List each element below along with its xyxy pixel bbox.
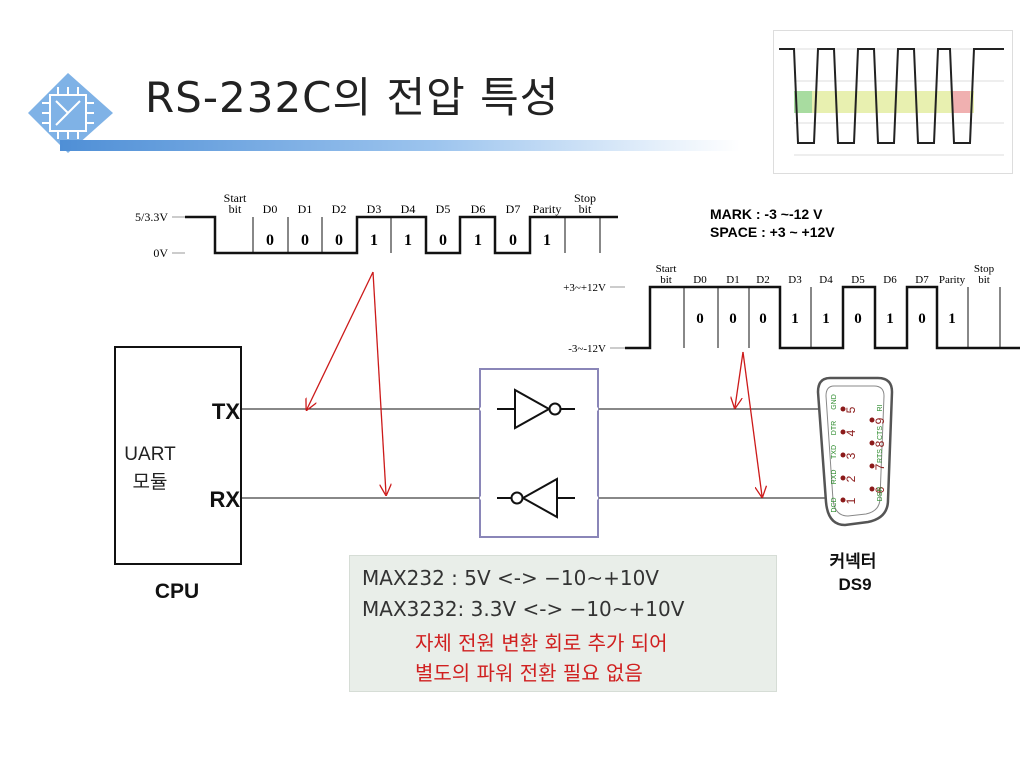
db9-pin-number: 7	[873, 463, 887, 470]
ttl-field-label: D5	[436, 202, 451, 216]
rs232-field-label: D4	[819, 274, 833, 286]
ttl-bit-value: 0	[509, 232, 517, 249]
rx-label: RX	[209, 487, 240, 512]
ttl-field-label: D4	[401, 202, 416, 216]
rs232-bit-value: 0	[918, 311, 926, 327]
db9-pin-number: 8	[873, 440, 887, 447]
rs232-field-label: D5	[851, 274, 865, 286]
ttl-field-label: D1	[298, 202, 313, 216]
rs232-field-label: D1	[726, 274, 739, 286]
rs232-field-label: D3	[788, 274, 802, 286]
ttl-bit-value: 1	[404, 232, 412, 249]
db9-signal-label: DTR	[831, 421, 838, 435]
chip-logo-icon	[18, 68, 118, 162]
db9-signal-label: TXD	[831, 445, 838, 459]
db9-signal-label: RTS	[877, 449, 884, 463]
note-line-max232: MAX232 : 5V <-> −10~+10V	[362, 566, 659, 590]
ttl-field-label: D2	[332, 202, 347, 216]
rs232-bit-value: 1	[791, 311, 799, 327]
rs232-bit-value: 0	[729, 311, 737, 327]
ttl-field-label: bit	[579, 202, 592, 216]
rs232-field-label: D0	[693, 274, 707, 286]
rs232-field-label: Parity	[939, 274, 966, 286]
rs232-bit-value: 1	[948, 311, 956, 327]
rs232-bit-value: 1	[822, 311, 830, 327]
ttl-bit-value: 0	[266, 232, 274, 249]
ttl-bit-value: 1	[543, 232, 551, 249]
db9-pin-number: 9	[873, 417, 887, 424]
ttl-field-label: Parity	[533, 202, 562, 216]
tx-label: TX	[212, 399, 240, 424]
note-line-no-power-switch: 별도의 파워 전환 필요 없음	[415, 661, 643, 685]
db9-signal-label: GND	[831, 394, 838, 410]
ttl-field-label: D6	[471, 202, 486, 216]
ttl-bit-value: 0	[439, 232, 447, 249]
ttl-field-label: bit	[229, 202, 242, 216]
mark-line: MARK : -3 ~-12 V	[710, 206, 823, 222]
rs232-bit-value: 0	[854, 311, 862, 327]
uart-module-box	[114, 346, 242, 565]
ttl-field-label: D0	[263, 202, 278, 216]
note-line-power-conversion: 자체 전원 변환 회로 추가 되어	[415, 631, 668, 655]
db9-pin-number: 6	[873, 486, 887, 493]
rs232-field-label: bit	[660, 274, 672, 286]
rs232-field-label: D2	[756, 274, 769, 286]
connector-caption-line2: DS9	[838, 575, 871, 594]
rs232-bit-value: 1	[886, 311, 894, 327]
page-title: RS-232C의 전압 특성	[145, 73, 560, 122]
rs232-low-label: -3~-12V	[568, 343, 606, 355]
db9-pin-number: 2	[844, 475, 858, 482]
db9-pin-number: 1	[844, 497, 858, 504]
cpu-caption: CPU	[155, 580, 199, 603]
mark-space-note: MARK : -3 ~-12 V SPACE : +3 ~ +12V	[710, 205, 835, 241]
ttl-field-label: D7	[506, 202, 521, 216]
title-underline-bar	[60, 140, 740, 151]
ttl-high-label: 5/3.3V	[135, 210, 168, 224]
connector-caption-line1: 커넥터	[830, 552, 877, 572]
db9-signal-label: RXD	[831, 470, 838, 485]
db9-signal-label: RI	[877, 404, 884, 411]
rx-inverter-icon	[497, 477, 575, 519]
rs232-bit-value: 0	[696, 311, 704, 327]
rs232-high-label: +3~+12V	[563, 282, 606, 294]
ttl-field-label: D3	[367, 202, 382, 216]
db9-pin-number: 4	[844, 429, 858, 436]
rs232-field-label: Stop	[974, 263, 995, 275]
waveform-thumbnail-image	[773, 30, 1013, 174]
ttl-bit-value: 1	[370, 232, 378, 249]
ttl-field-label: Start	[224, 191, 247, 205]
db9-signal-label: DCD	[831, 497, 838, 512]
level-shifter-box	[479, 368, 599, 538]
ttl-bit-value: 0	[301, 232, 309, 249]
uart-label-line2: 모듈	[133, 471, 168, 493]
db9-connector-icon: 5 4 3 2 1 9 8 7 6 GND DTR TXD RXD DCD RI CTS RTS DSR	[816, 376, 894, 527]
db9-signal-label: CTS	[877, 426, 884, 440]
red-arrows	[307, 271, 762, 496]
ttl-bit-value: 0	[335, 232, 343, 249]
rs232-field-label: D7	[915, 274, 929, 286]
db9-signal-label: DSR	[877, 487, 884, 502]
db9-pin-number: 5	[844, 406, 858, 413]
rs232-field-label: Start	[656, 263, 677, 275]
uart-label-line1: UART	[124, 444, 176, 465]
max232-note-box: MAX232 : 5V <-> −10~+10V MAX3232: 3.3V <…	[349, 555, 777, 692]
space-line: SPACE : +3 ~ +12V	[710, 224, 835, 240]
rs232-field-label: bit	[978, 274, 990, 286]
rs232-bit-value: 0	[759, 311, 767, 327]
ttl-field-label: Stop	[574, 191, 596, 205]
tx-inverter-icon	[497, 388, 575, 430]
db9-pin-number: 3	[844, 452, 858, 459]
note-line-max3232: MAX3232: 3.3V <-> −10~+10V	[362, 597, 685, 621]
ttl-low-label: 0V	[153, 246, 168, 260]
rs232-field-label: D6	[883, 274, 897, 286]
ttl-bit-value: 1	[474, 232, 482, 249]
